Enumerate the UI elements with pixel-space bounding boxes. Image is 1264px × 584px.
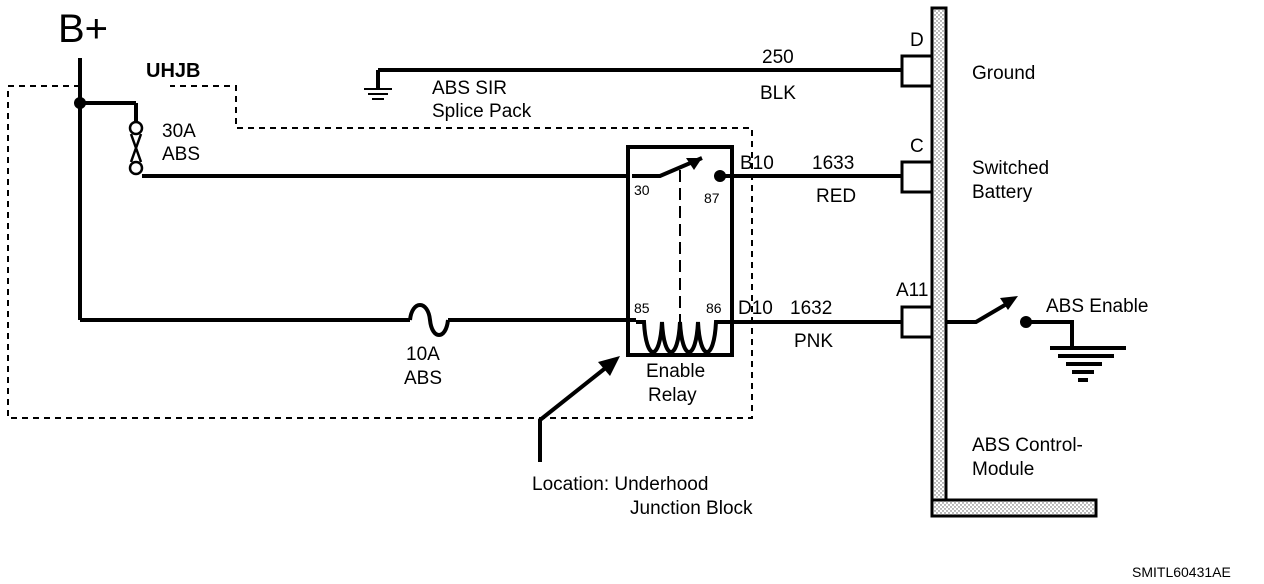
circuit-1632-number: 1632 bbox=[790, 298, 832, 319]
location-arrowhead bbox=[598, 356, 620, 376]
abs-control-module-base bbox=[930, 498, 1098, 518]
relay-pin-87: 87 bbox=[704, 190, 720, 206]
relay-name-line2: Relay bbox=[648, 385, 697, 406]
circuit-250-color: BLK bbox=[760, 83, 796, 104]
terminal-d-function: Ground bbox=[972, 63, 1035, 84]
abs-control-module-body bbox=[930, 6, 948, 512]
fuse-10a-rating: 10A bbox=[406, 344, 440, 365]
module-name-line1: ABS Control- bbox=[972, 435, 1083, 456]
relay-switch-arrowhead bbox=[686, 158, 702, 170]
circuit-1633-number: 1633 bbox=[812, 153, 854, 174]
terminal-c-function-line1: Switched bbox=[972, 158, 1049, 179]
location-leader-line bbox=[538, 364, 610, 462]
ground-symbol-icon bbox=[364, 70, 392, 100]
relay-name-line1: Enable bbox=[646, 361, 705, 382]
terminal-c-pin: C bbox=[910, 136, 924, 157]
location-line2: Junction Block bbox=[630, 498, 753, 519]
location-line1: Location: Underhood bbox=[532, 474, 708, 495]
fuse-30a-icon bbox=[128, 120, 144, 176]
connector-pin-d bbox=[900, 54, 934, 88]
circuit-1633-color: RED bbox=[816, 186, 856, 207]
junction-pin-d10: D10 bbox=[738, 298, 773, 319]
figure-id: SMITL60431AE bbox=[1132, 564, 1231, 580]
fuse-10a-icon bbox=[408, 303, 450, 337]
relay-pin-86: 86 bbox=[706, 300, 722, 316]
splice-pack-line2: Splice Pack bbox=[432, 101, 532, 122]
terminal-a11-pin: A11 bbox=[896, 280, 928, 301]
splice-pack-line1: ABS SIR bbox=[432, 78, 507, 99]
power-label: B+ bbox=[58, 7, 108, 51]
junction-block-label: UHJB bbox=[146, 60, 200, 82]
circuit-250-number: 250 bbox=[762, 47, 794, 68]
abs-enable-ground-icon bbox=[1026, 320, 1126, 382]
relay-switch-arm bbox=[632, 156, 703, 178]
fuse-10a-name: ABS bbox=[404, 368, 442, 389]
relay-pin-85: 85 bbox=[634, 300, 650, 316]
abs-enable-switch-arm bbox=[946, 300, 1012, 324]
junction-pin-b10: B10 bbox=[740, 153, 774, 174]
relay-pin-30: 30 bbox=[634, 182, 650, 198]
connector-pin-a11 bbox=[900, 305, 934, 339]
junction-block-outline bbox=[7, 85, 753, 419]
relay-coil-icon bbox=[636, 320, 724, 354]
circuit-1632-color: PNK bbox=[794, 331, 833, 352]
terminal-c-function-line2: Battery bbox=[972, 182, 1033, 203]
fuse-30a-rating: 30A bbox=[162, 121, 196, 142]
abs-enable-switch-arrowhead bbox=[1000, 296, 1018, 310]
terminal-a11-function: ABS Enable bbox=[1046, 296, 1148, 317]
terminal-d-pin: D bbox=[910, 30, 924, 51]
module-name-line2: Module bbox=[972, 459, 1034, 480]
connector-pin-c bbox=[900, 160, 934, 194]
fuse-30a-name: ABS bbox=[162, 144, 200, 165]
